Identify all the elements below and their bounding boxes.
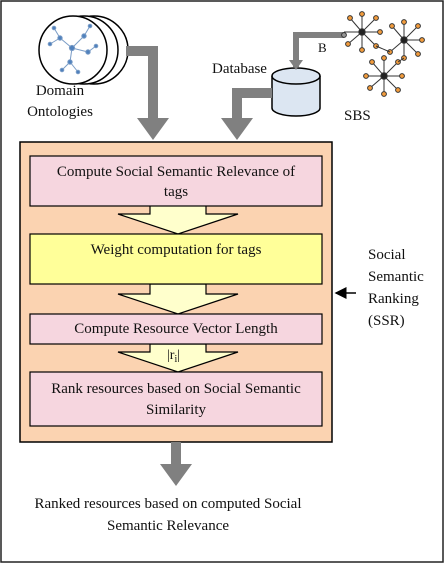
step-compute-relevance-box bbox=[29, 155, 323, 207]
step-compute-relevance-line1: Compute Social Semantic Relevance of bbox=[57, 164, 295, 180]
vector-length-subscript: i bbox=[174, 354, 177, 365]
step-weight-computation-label: Weight computation for tags bbox=[91, 242, 262, 258]
step-vector-length-label: Compute Resource Vector Length bbox=[74, 321, 278, 337]
database-icon bbox=[271, 67, 321, 117]
ssr-label-line4: (SSR) bbox=[368, 313, 405, 329]
sbs-node-cluster-1 bbox=[341, 11, 383, 53]
step-rank-resources-box bbox=[29, 371, 323, 427]
database-input-arrow bbox=[221, 88, 272, 140]
ontology-graph-icon bbox=[47, 23, 99, 75]
ssr-label-line1: Social bbox=[368, 247, 406, 263]
b-label: B bbox=[318, 40, 327, 55]
vector-length-symbol: |ri| bbox=[167, 348, 180, 365]
ssr-label-line2: Semantic bbox=[368, 269, 424, 285]
funnel-arrow-3 bbox=[117, 343, 239, 373]
step-compute-relevance-line2: tags bbox=[164, 184, 188, 200]
output-label-line1: Ranked resources based on computed Socia… bbox=[34, 496, 301, 512]
step-weight-computation-box bbox=[29, 233, 323, 285]
domain-ontologies-label-line1: Domain bbox=[36, 83, 85, 99]
step-vector-length-box bbox=[29, 313, 323, 345]
funnel-arrow-2 bbox=[117, 283, 239, 315]
ssr-label-line3: Ranking bbox=[368, 291, 419, 307]
sbs-node-cluster-3 bbox=[363, 55, 405, 97]
database-label: Database bbox=[212, 61, 267, 77]
step-rank-resources-line1: Rank resources based on Social Semantic bbox=[51, 381, 301, 397]
domain-ontologies-label-line2: Ontologies bbox=[27, 104, 93, 120]
ontology-input-arrow bbox=[126, 46, 169, 140]
sbs-to-database-connector bbox=[293, 32, 344, 67]
sbs-node-cluster-2 bbox=[387, 19, 425, 61]
sbs-label: SBS bbox=[344, 108, 371, 124]
output-label-line2: Semantic Relevance bbox=[107, 518, 229, 534]
domain-ontologies-icon bbox=[38, 15, 129, 85]
sbs-network-icon bbox=[341, 11, 425, 97]
output-arrow bbox=[160, 442, 192, 486]
step-rank-resources-line2: Similarity bbox=[146, 402, 207, 418]
